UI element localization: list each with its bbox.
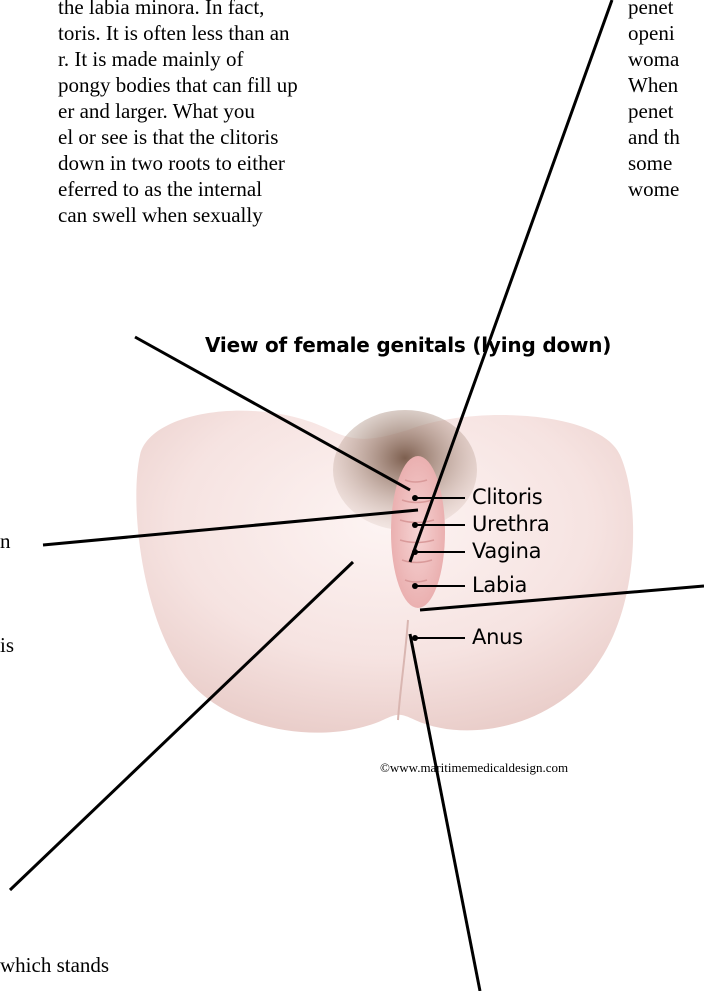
copyright-credit: ©www.maritimemedicaldesign.com (380, 760, 568, 776)
label-vagina: Vagina (472, 539, 541, 563)
label-labia: Labia (472, 573, 527, 597)
label-anus: Anus (472, 625, 523, 649)
label-urethra: Urethra (472, 512, 549, 536)
label-clitoris: Clitoris (472, 485, 542, 509)
diagram-title: View of female genitals (lying down) (205, 333, 611, 357)
